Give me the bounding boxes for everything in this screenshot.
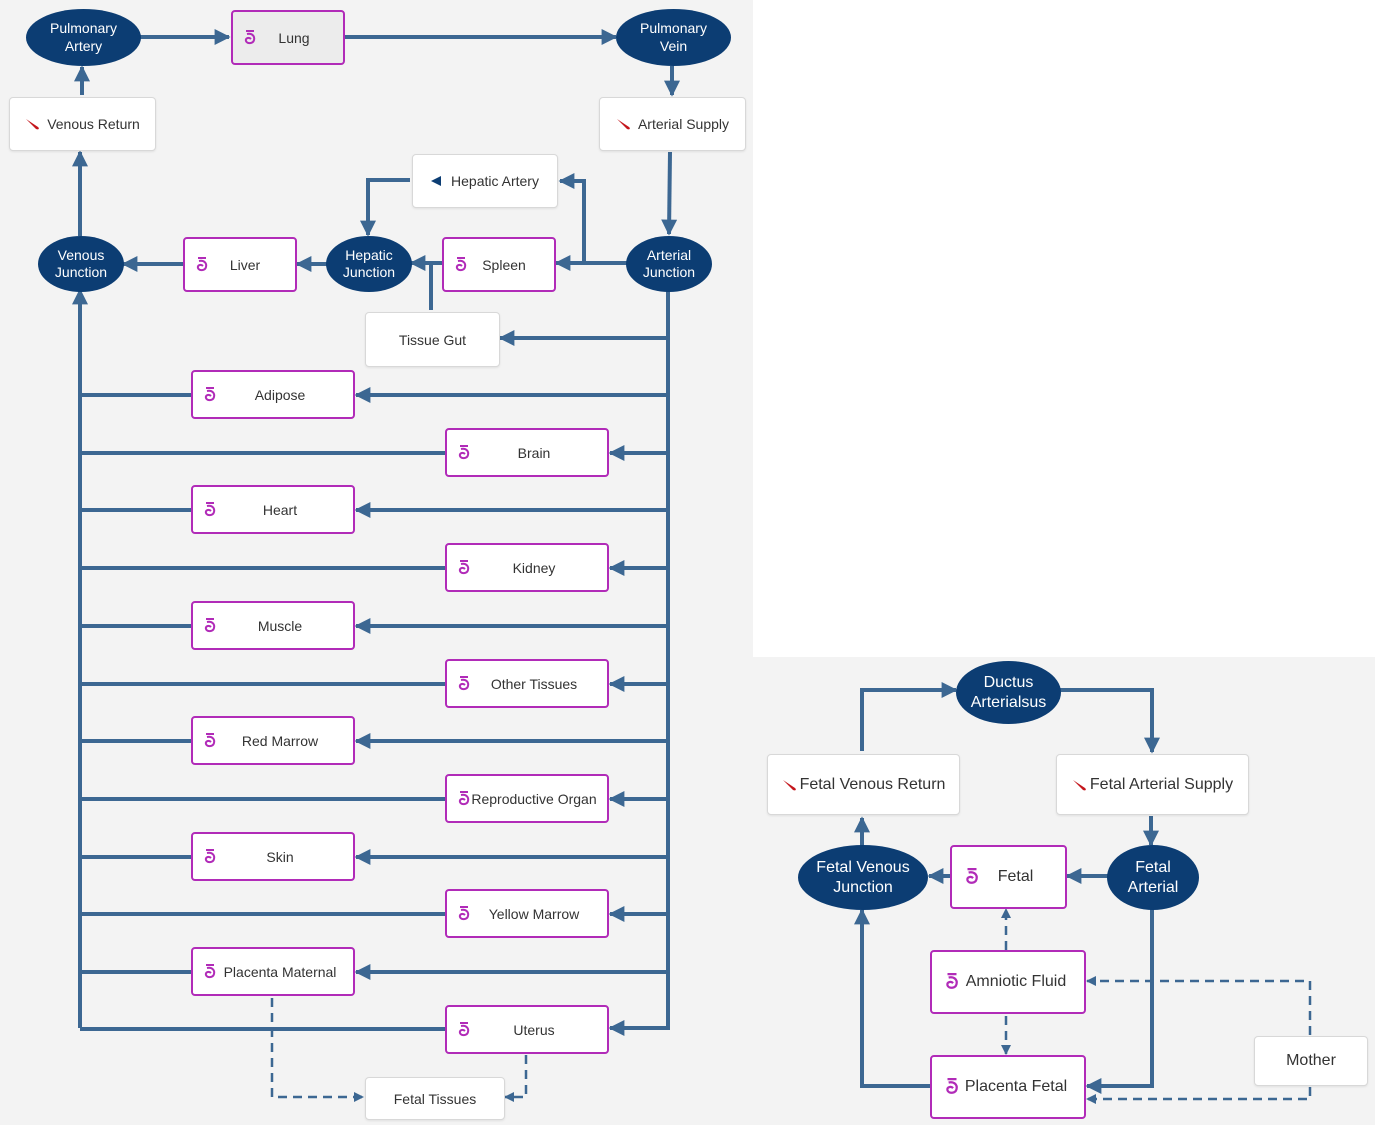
mother-label: Mother [1286,1052,1336,1069]
ductus-arterialsus-junction[interactable]: Ductus Arterialsus [956,661,1061,724]
uterus-node[interactable]: Uterus [445,1005,609,1054]
venous-return-node[interactable]: Venous Return [9,97,156,151]
ductus-arterialsus-label: Ductus Arterialsus [970,673,1047,711]
pulmonary-vein-junction[interactable]: Pulmonary Vein [616,9,731,66]
fetal-arterial-label: Fetal Arterial [1127,858,1179,896]
amniotic-fluid-node[interactable]: Amniotic Fluid [930,950,1086,1014]
hepatic-artery-node[interactable]: Hepatic Artery [412,154,558,208]
other-tissues-label: Other Tissues [490,675,578,692]
fetal-arterial-supply-node[interactable]: Fetal Arterial Supply [1056,754,1249,815]
uterus-label: Uterus [513,1021,555,1038]
kidney-node[interactable]: Kidney [445,543,609,592]
fetal-venous-junction-label: Fetal Venous Junction [816,858,910,896]
skin-label: Skin [266,848,294,865]
muscle-node[interactable]: Muscle [191,601,355,650]
reproductive-organ-node[interactable]: Reproductive Organ [445,774,609,823]
placenta-maternal-label: Placenta Maternal [223,963,337,980]
arterial-supply-node[interactable]: Arterial Supply [599,97,746,151]
organ-icon [458,1021,470,1036]
organ-icon [204,617,216,632]
skin-node[interactable]: Skin [191,832,355,881]
placenta-fetal-node[interactable]: Placenta Fetal [930,1055,1086,1119]
red-marrow-label: Red Marrow [241,732,319,749]
fetal-venous-return-label: Fetal Venous Return [799,775,946,793]
amniotic-fluid-label: Amniotic Fluid [965,973,1067,990]
organ-icon [458,444,470,459]
organ-icon [204,963,216,978]
organ-icon [196,256,208,271]
organ-icon [946,973,958,989]
spleen-label: Spleen [482,256,526,273]
blood-drop-icon [782,779,796,790]
lung-label: Lung [278,29,310,46]
arterial-junction-label: Arterial Junction [642,246,696,281]
organ-icon [458,905,470,920]
fetal-tissues-node[interactable]: Fetal Tissues [365,1077,505,1120]
organ-icon [204,501,216,516]
fetal-label: Fetal [997,868,1034,885]
organ-icon [244,29,256,44]
organ-icon [204,848,216,863]
tissue-gut-label: Tissue Gut [398,331,467,348]
fetal-arterial-junction[interactable]: Fetal Arterial [1107,845,1199,910]
arterial-supply-label: Arterial Supply [637,116,730,132]
liver-node[interactable]: Liver [183,237,297,292]
fetal-tissues-label: Fetal Tissues [393,1090,477,1107]
organ-icon [455,256,467,271]
fetal-node[interactable]: Fetal [950,845,1067,909]
placenta-maternal-node[interactable]: Placenta Maternal [191,947,355,996]
venous-junction-label: Venous Junction [54,246,108,281]
organ-icon [204,732,216,747]
lung-node[interactable]: Lung [231,10,345,65]
organ-icon [458,790,470,805]
fetal-venous-return-node[interactable]: Fetal Venous Return [767,754,960,815]
organ-icon [946,1078,958,1094]
main-circulation-panel [0,0,753,1125]
kidney-label: Kidney [512,559,556,576]
fetal-venous-junction[interactable]: Fetal Venous Junction [798,845,928,910]
arrow-left-icon [431,176,442,186]
heart-node[interactable]: Heart [191,485,355,534]
organ-icon [204,386,216,401]
yellow-marrow-label: Yellow Marrow [488,905,580,922]
blood-drop-icon [26,119,40,130]
venous-junction[interactable]: Venous Junction [38,236,124,292]
brain-node[interactable]: Brain [445,428,609,477]
organ-icon [966,868,978,884]
blood-drop-icon [1072,779,1086,790]
hepatic-artery-label: Hepatic Artery [451,173,539,189]
heart-label: Heart [262,501,298,518]
hepatic-junction-label: Hepatic Junction [342,246,396,281]
muscle-label: Muscle [257,617,303,634]
blood-drop-icon [616,119,630,130]
liver-label: Liver [229,256,261,273]
other-tissues-node[interactable]: Other Tissues [445,659,609,708]
pulmonary-artery-junction[interactable]: Pulmonary Artery [26,9,141,66]
red-marrow-node[interactable]: Red Marrow [191,716,355,765]
placenta-fetal-label: Placenta Fetal [964,1078,1068,1095]
organ-icon [458,559,470,574]
organ-icon [458,675,470,690]
adipose-node[interactable]: Adipose [191,370,355,419]
reproductive-organ-label: Reproductive Organ [471,790,597,807]
adipose-label: Adipose [254,386,306,403]
pulmonary-artery-label: Pulmonary Artery [50,20,117,54]
arterial-junction[interactable]: Arterial Junction [626,236,712,292]
mother-node[interactable]: Mother [1254,1036,1368,1086]
fetal-arterial-supply-label: Fetal Arterial Supply [1089,775,1234,793]
yellow-marrow-node[interactable]: Yellow Marrow [445,889,609,938]
tissue-gut-node[interactable]: Tissue Gut [365,312,500,367]
venous-return-label: Venous Return [47,116,140,132]
pulmonary-vein-label: Pulmonary Vein [640,20,707,54]
brain-label: Brain [517,444,551,461]
spleen-node[interactable]: Spleen [442,237,556,292]
hepatic-junction[interactable]: Hepatic Junction [326,236,412,292]
